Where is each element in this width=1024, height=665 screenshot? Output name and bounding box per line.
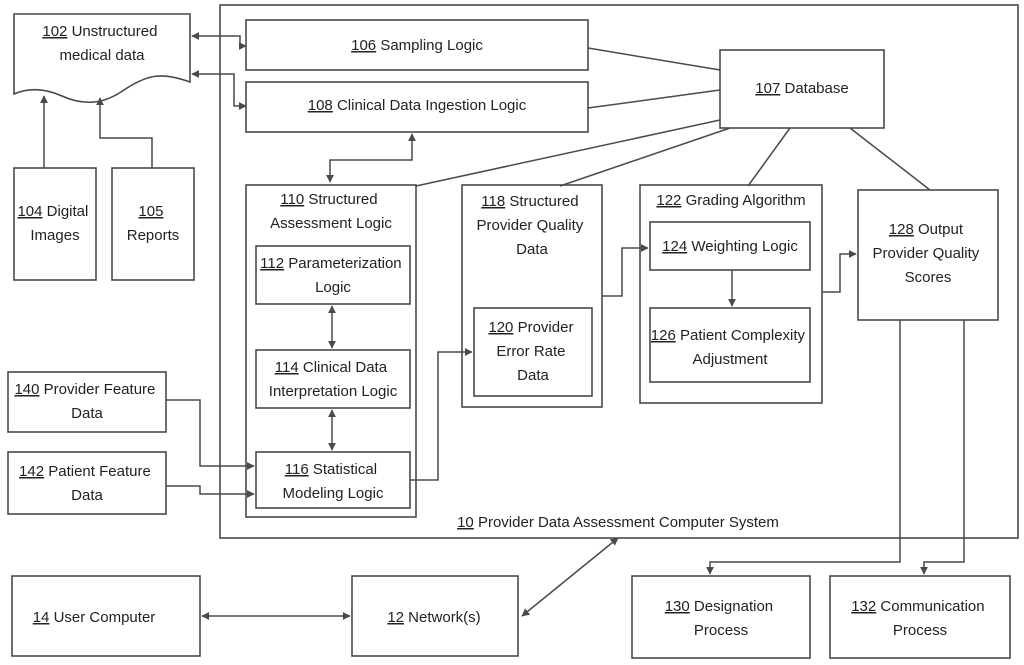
digital-images-box <box>14 168 96 280</box>
network-system-connector <box>522 538 618 616</box>
reports-to-unstructured-connector <box>100 98 152 168</box>
patient-complexity-box <box>650 308 810 382</box>
ingestion-to-unstructured-connector <box>192 74 246 106</box>
label-124: 124 Weighting Logic <box>662 238 798 255</box>
sampling-to-database-connector <box>588 48 720 70</box>
output-to-communication-connector <box>924 320 964 574</box>
reports-box <box>112 168 194 280</box>
communication-process-box <box>830 576 1010 658</box>
label-12: 12 Network(s) <box>387 609 480 626</box>
designation-process-box <box>632 576 810 658</box>
patient-feature-to-modeling-connector <box>166 486 254 494</box>
grading-to-output-connector <box>822 254 856 292</box>
ingestion-to-database-connector <box>588 90 720 108</box>
patient-feature-data-box <box>8 452 166 514</box>
database-to-grading-connector <box>748 128 790 186</box>
label-14: 14 User Computer <box>33 609 156 626</box>
label-10: 10 Provider Data Assessment Computer Sys… <box>457 514 779 531</box>
label-106: 106 Sampling Logic <box>351 37 483 54</box>
label-118: 118 Structured Provider Quality Data <box>477 193 588 258</box>
label-108: 108 Clinical Data Ingestion Logic <box>308 97 527 114</box>
provider-feature-to-modeling-connector <box>166 400 254 466</box>
database-to-output-connector <box>850 128 930 190</box>
quality-data-to-weighting-connector <box>602 248 648 296</box>
assessment-ingestion-connector <box>330 134 412 182</box>
label-110: 110 Structured Assessment Logic <box>270 191 392 232</box>
label-122: 122 Grading Algorithm <box>656 192 805 209</box>
label-107: 107 Database <box>755 80 848 97</box>
sampling-to-unstructured-connector <box>192 36 246 46</box>
